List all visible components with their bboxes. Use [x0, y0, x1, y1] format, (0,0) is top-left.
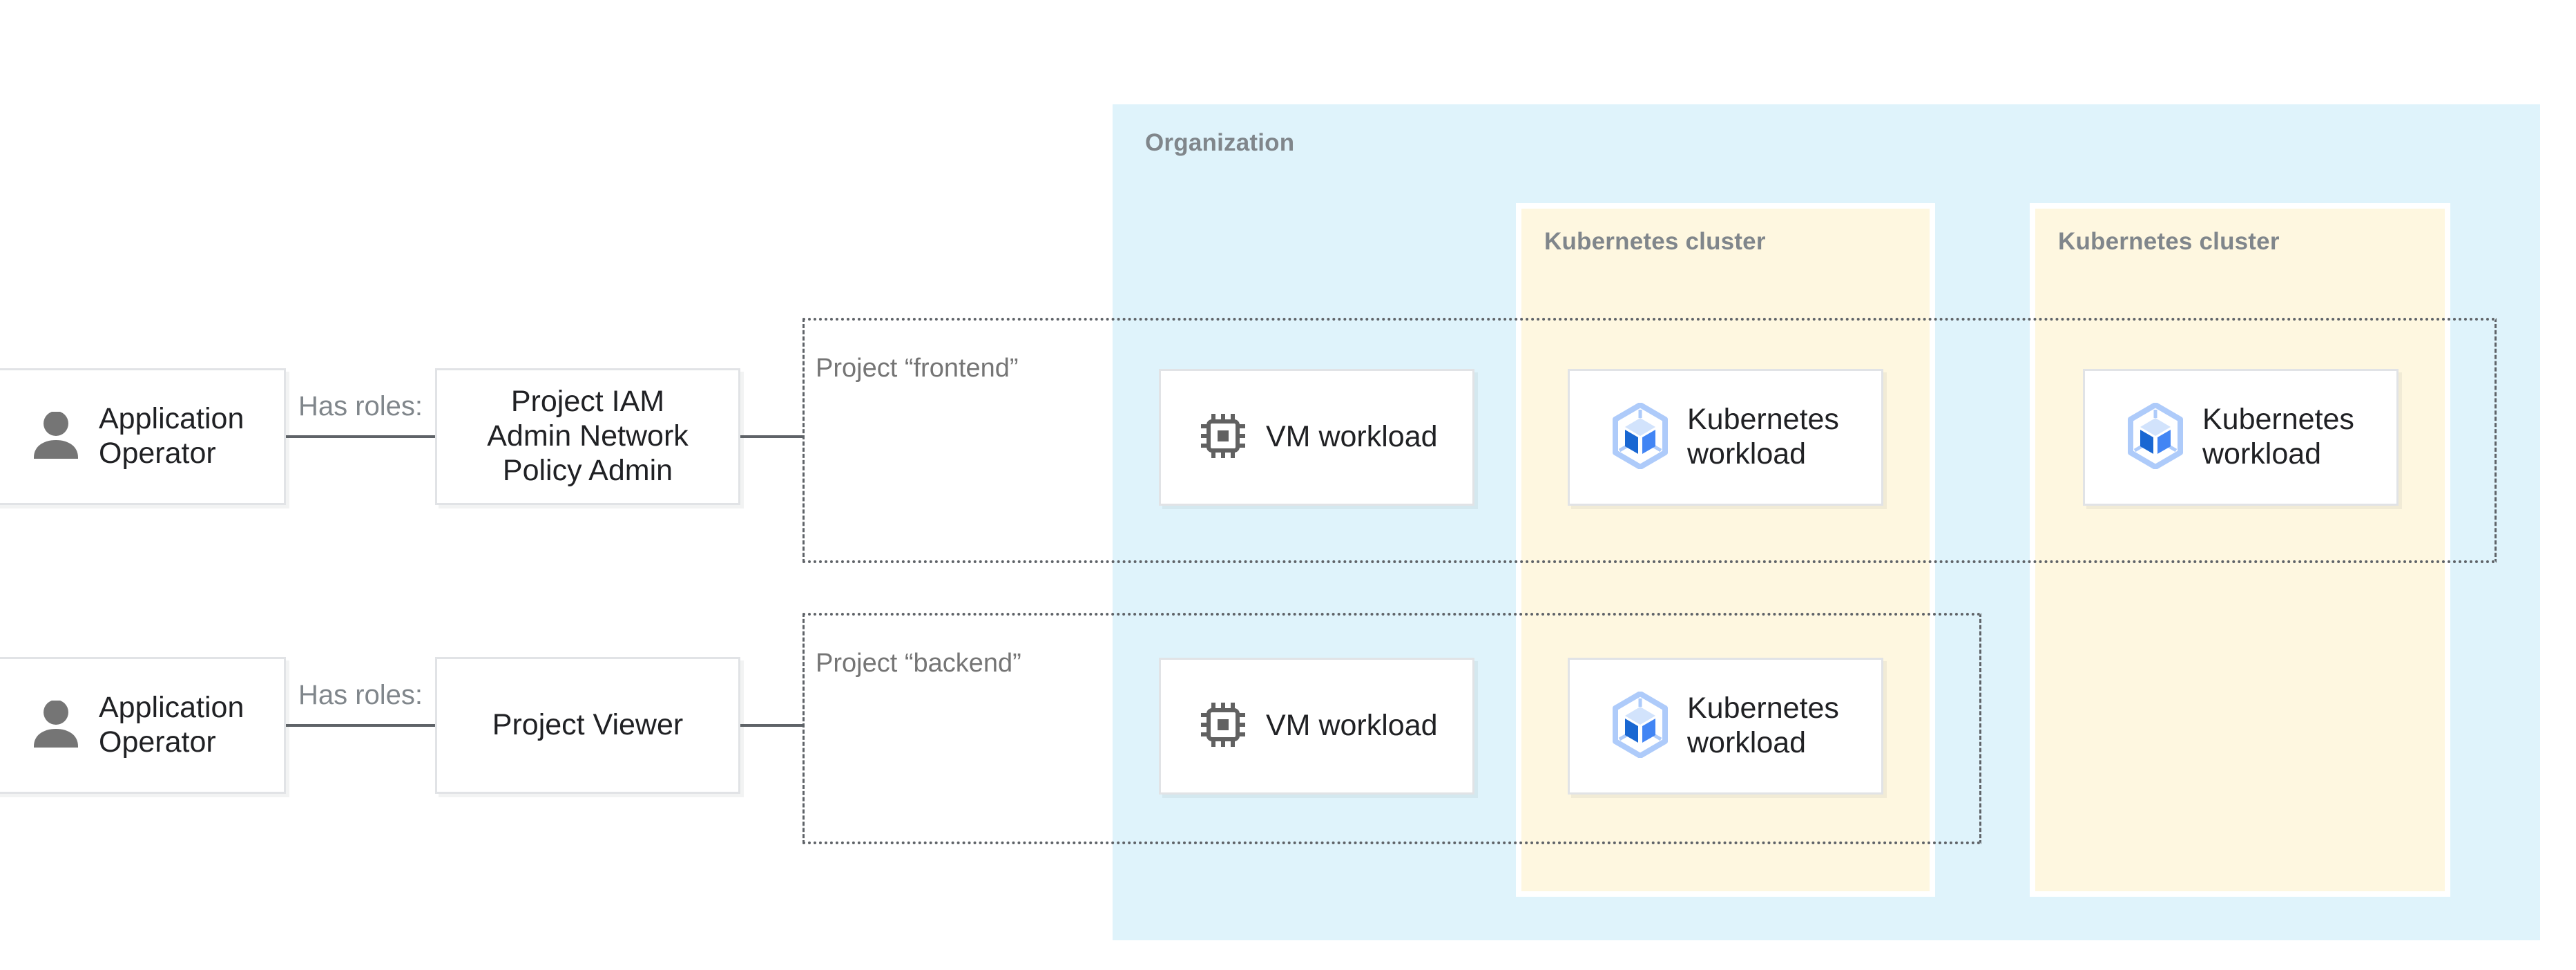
organization-label: Organization: [1145, 129, 1295, 156]
application-operator-node-2: Application Operator: [0, 657, 286, 794]
gke-kubernetes-icon: [1613, 690, 1668, 761]
vm-workload-node-frontend: VM workload: [1159, 369, 1474, 506]
application-operator-node-1: Application Operator: [0, 368, 286, 505]
project-frontend-label: Project “frontend”: [816, 354, 1019, 383]
gke-kubernetes-icon: [1613, 401, 1668, 473]
kubernetes-workload-label: Kubernetes workload: [1687, 692, 1839, 759]
kubernetes-workload-label: Kubernetes workload: [1687, 403, 1839, 470]
vm-workload-node-backend: VM workload: [1159, 658, 1474, 795]
application-operator-label: Application Operator: [99, 402, 244, 470]
person-icon: [34, 699, 78, 751]
cpu-chip-icon: [1201, 413, 1245, 462]
kubernetes-workload-node-cluster2-frontend: Kubernetes workload: [2083, 369, 2399, 506]
kubernetes-workload-label: Kubernetes workload: [2202, 403, 2354, 470]
has-roles-label-2: Has roles:: [298, 680, 423, 710]
cpu-chip-icon: [1201, 702, 1245, 750]
kubernetes-cluster-2-label: Kubernetes cluster: [2058, 228, 2280, 255]
application-operator-label: Application Operator: [99, 691, 244, 759]
role-label: Project IAM Admin Network Policy Admin: [487, 385, 689, 487]
project-backend-label: Project “backend”: [816, 649, 1021, 678]
vm-workload-label: VM workload: [1266, 709, 1438, 743]
has-roles-label-1: Has roles:: [298, 391, 423, 421]
connector-operator1-role1: [286, 435, 435, 438]
role-label: Project Viewer: [492, 708, 684, 742]
project-backend-boundary: Project “backend”: [802, 613, 1981, 844]
role-node-project-viewer: Project Viewer: [435, 657, 740, 794]
kubernetes-workload-node-cluster1-frontend: Kubernetes workload: [1568, 369, 1883, 506]
connector-operator2-role2: [286, 724, 435, 727]
kubernetes-workload-node-cluster1-backend: Kubernetes workload: [1568, 658, 1883, 795]
kubernetes-cluster-1-label: Kubernetes cluster: [1544, 228, 1766, 255]
connector-role1-frontend: [740, 435, 802, 438]
role-node-project-iam-admin: Project IAM Admin Network Policy Admin: [435, 368, 740, 505]
project-frontend-boundary: Project “frontend”: [802, 318, 2497, 563]
connector-role2-backend: [740, 724, 802, 727]
gke-kubernetes-icon: [2128, 401, 2183, 473]
person-icon: [34, 410, 78, 462]
vm-workload-label: VM workload: [1266, 420, 1438, 454]
